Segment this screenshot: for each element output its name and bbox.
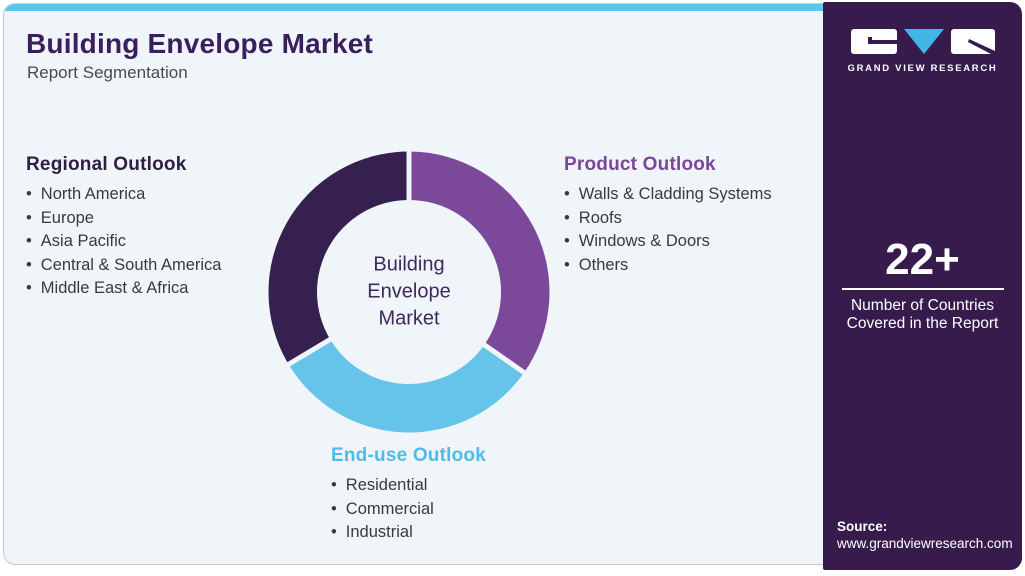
donut-segment-end-use <box>288 339 525 433</box>
page-title: Building Envelope Market <box>26 28 374 59</box>
logo-letter-v-icon <box>903 29 944 54</box>
list-item: Industrial <box>331 521 486 545</box>
source-block: Source: www.grandviewresearch.com <box>837 518 1013 552</box>
end-use-outlook-list: Residential Commercial Industrial <box>331 474 486 545</box>
regional-outlook-heading: Regional Outlook <box>26 154 187 175</box>
logo-letter-r-icon <box>950 29 995 54</box>
donut-segment-gap <box>284 335 334 369</box>
donut-center-label: Building Envelope Market <box>367 253 451 330</box>
stat-divider <box>841 288 1004 290</box>
logo-letter-g-icon <box>850 29 897 54</box>
list-item: North America <box>26 183 221 207</box>
top-accent-strip <box>4 4 824 11</box>
donut-segment-regional <box>268 151 409 365</box>
end-use-outlook-section: End-use Outlook Residential Commercial I… <box>331 445 486 545</box>
countries-stat-value: 22+ <box>885 235 960 284</box>
regional-outlook-list: North America Europe Asia Pacific Centra… <box>26 183 222 301</box>
list-item: Middle East & Africa <box>26 277 221 301</box>
countries-stat-label: Number of Countries Covered in the Repor… <box>846 297 999 332</box>
gvr-logo: GRAND VIEW RESEARCH <box>823 29 1022 74</box>
regional-outlook-section: Regional Outlook North America Europe As… <box>26 154 221 301</box>
logo-wordmark: GRAND VIEW RESEARCH <box>847 63 998 74</box>
list-item: Windows & Doors <box>564 230 772 254</box>
list-item: Residential <box>331 474 486 498</box>
donut-segment-product <box>409 151 550 373</box>
list-item: Walls & Cladding Systems <box>564 183 772 207</box>
list-item: Central & South America <box>26 254 222 278</box>
donut-segment-gap <box>480 341 528 377</box>
countries-stat: 22+ Number of Countries Covered in the R… <box>823 238 1022 332</box>
donut-chart: Building Envelope Market <box>268 151 550 433</box>
main-card: Building Envelope Market Report Segmenta… <box>3 3 824 565</box>
product-outlook-heading: Product Outlook <box>564 154 716 175</box>
list-item: Roofs <box>564 207 772 231</box>
list-item: Europe <box>26 207 221 231</box>
product-outlook-list: Walls & Cladding Systems Roofs Windows &… <box>564 183 772 277</box>
source-label: Source: <box>837 519 888 534</box>
list-item: Others <box>564 254 772 278</box>
list-item: Asia Pacific <box>26 230 221 254</box>
brand-sidebar: GRAND VIEW RESEARCH 22+ Number of Countr… <box>823 2 1022 570</box>
list-item: Commercial <box>331 498 486 522</box>
page-subtitle: Report Segmentation <box>27 63 188 82</box>
product-outlook-section: Product Outlook Walls & Cladding Systems… <box>564 154 772 277</box>
donut-chart-svg <box>268 151 550 433</box>
source-url[interactable]: www.grandviewresearch.com <box>837 536 1013 551</box>
end-use-outlook-heading: End-use Outlook <box>331 445 486 466</box>
